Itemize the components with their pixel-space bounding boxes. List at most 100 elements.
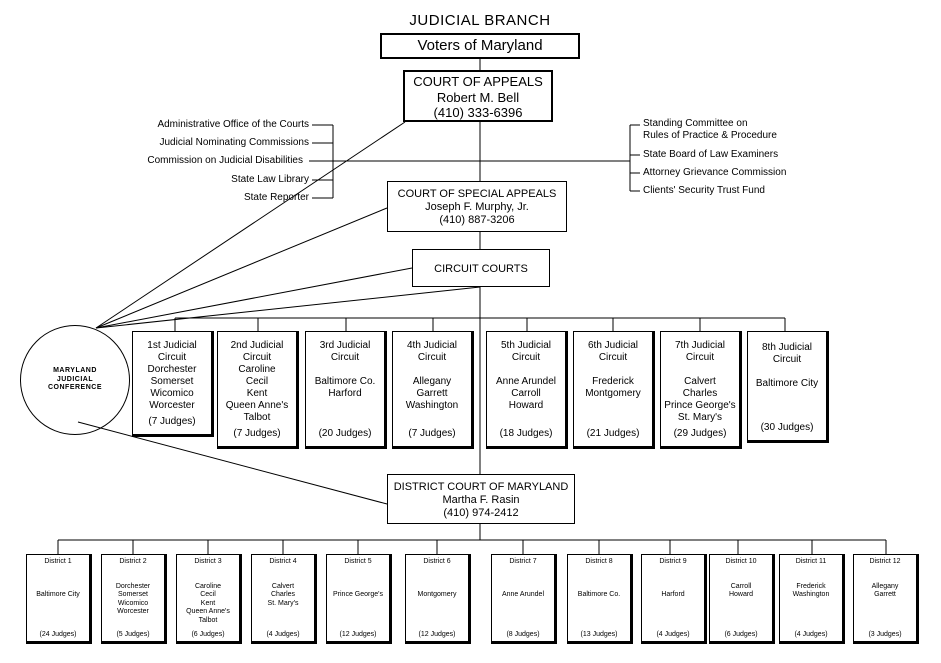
circuit-county: Charles	[682, 388, 718, 399]
circuit-county	[393, 364, 471, 376]
district-county: Caroline	[194, 583, 222, 590]
circuit-county: Queen Anne's	[225, 400, 289, 411]
circuit-name: 6th Judicial	[587, 340, 639, 351]
district-judges: (13 Judges)	[580, 630, 618, 638]
district-county	[642, 583, 704, 591]
district-county: Somerset	[118, 591, 148, 599]
district-court-box: DISTRICT COURT OF MARYLAND Martha F. Ras…	[387, 474, 575, 524]
circuit-county: Caroline	[238, 364, 276, 375]
district-judges: (4 Judges)	[794, 630, 828, 638]
district-county: Frederick	[796, 583, 826, 590]
standing-committee-line2: Rules of Practice & Procedure	[643, 130, 777, 141]
district-name: District 12	[869, 558, 901, 565]
district-counties: Baltimore Co.	[568, 583, 630, 599]
district-county: Washington	[792, 591, 830, 599]
district-judges: (12 Judges)	[418, 630, 456, 638]
district-county: Anne Arundel	[501, 591, 545, 598]
district-county: Prince George's	[333, 591, 383, 598]
district-county: Kent	[200, 599, 216, 607]
circuit-county: Garrett	[416, 388, 448, 399]
district-county: Calvert	[271, 583, 295, 590]
voters-box: Voters of Maryland	[380, 33, 580, 59]
circuit-county: Washington	[405, 400, 459, 411]
circuit-county: Allegany	[412, 376, 452, 387]
conference-line2: JUDICIAL	[56, 375, 94, 383]
circuit-county: Worcester	[149, 400, 195, 411]
district-county: St. Mary's	[267, 599, 299, 607]
circuit-county: Baltimore City	[755, 378, 819, 389]
office-admin: Administrative Office of the Courts	[157, 119, 309, 130]
district-counties: Anne Arundel	[492, 583, 554, 599]
circuit-county: Baltimore Co.	[314, 376, 376, 387]
district-counties: Baltimore City	[27, 583, 89, 599]
circuit-county: Montgomery	[585, 388, 641, 399]
cosa-name: COURT OF SPECIAL APPEALS	[397, 188, 557, 200]
district-county: Garrett	[874, 591, 896, 599]
circuit-name: 4th Judicial	[406, 340, 458, 351]
circuit-label: Circuit	[330, 352, 360, 363]
circuit-judges: (18 Judges)	[499, 428, 553, 439]
district-county: Talbot	[198, 616, 218, 624]
cosa-phone: (410) 887-3206	[439, 214, 515, 227]
district-name: District 9	[659, 558, 687, 565]
district-county: Carroll	[730, 583, 752, 590]
office-disabilities: Commission on Judicial Disabilities	[147, 155, 303, 166]
district-court-phone: (410) 974-2412	[443, 507, 519, 520]
district-judges: (12 Judges)	[339, 630, 377, 638]
circuit-judges: (7 Judges)	[148, 416, 196, 427]
district-box: District 8 Baltimore Co. (13 Judges)	[567, 554, 633, 644]
circuit-label: Circuit	[417, 352, 447, 363]
circuit-county: Howard	[508, 400, 544, 411]
district-name: District 5	[344, 558, 372, 565]
circuit-label: Circuit	[598, 352, 628, 363]
court-of-special-appeals-box: COURT OF SPECIAL APPEALS Joseph F. Murph…	[387, 181, 567, 232]
district-name: District 8	[585, 558, 613, 565]
circuit-county: St. Mary's	[677, 412, 723, 423]
circuit-county: Anne Arundel	[495, 376, 557, 387]
district-county	[406, 583, 468, 591]
circuit-label: Circuit	[685, 352, 715, 363]
circuit-county	[487, 364, 565, 376]
circuit-label: Circuit	[772, 354, 802, 365]
district-county	[327, 583, 389, 591]
district-judges: (24 Judges)	[39, 630, 77, 638]
circuit-name: 8th Judicial	[761, 342, 813, 353]
district-county: Howard	[728, 591, 754, 599]
circuit-county: Kent	[246, 388, 268, 399]
district-court-person: Martha F. Rasin	[442, 494, 520, 507]
conference-line1: MARYLAND	[53, 367, 97, 375]
district-name: District 10	[725, 558, 757, 565]
circuit-name: 5th Judicial	[500, 340, 552, 351]
circuit-county	[306, 364, 384, 376]
judicial-conference-circle: MARYLAND JUDICIAL CONFERENCE	[20, 325, 130, 435]
circuit-county	[661, 364, 739, 376]
district-name: District 11	[795, 558, 827, 565]
circuit-name: 2nd Judicial	[230, 340, 284, 351]
chart-title: JUDICIAL BRANCH	[409, 12, 551, 29]
standing-committee-line1: Standing Committee on	[643, 118, 748, 129]
circuit-judges: (21 Judges)	[586, 428, 640, 439]
district-county: Worcester	[117, 608, 149, 616]
district-name: District 4	[269, 558, 297, 565]
district-box: District 5 Prince George's (12 Judges)	[326, 554, 392, 644]
district-county: Montgomery	[417, 591, 457, 598]
district-judges: (5 Judges)	[116, 630, 150, 638]
circuit-county: Wicomico	[150, 388, 194, 399]
district-counties: Prince George's	[327, 583, 389, 599]
